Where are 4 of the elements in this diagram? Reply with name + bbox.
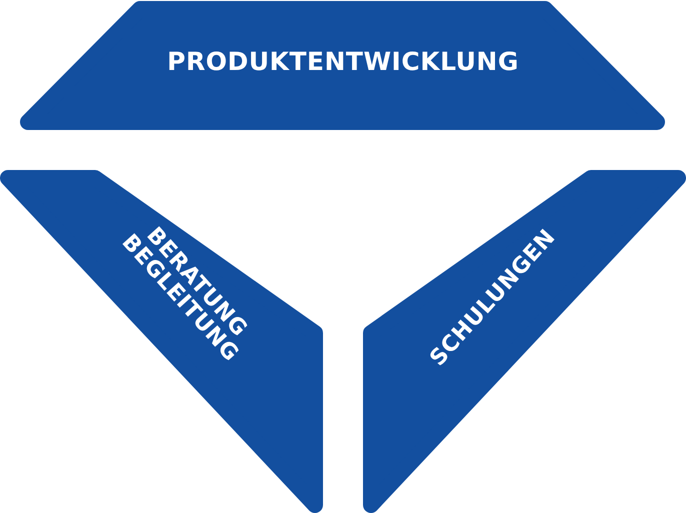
trapezoid-banner <box>20 0 665 130</box>
panel-label: PRODUKTENTWICKLUNG <box>167 48 519 76</box>
parallelogram-panel <box>0 168 325 513</box>
parallelogram-panel <box>361 168 686 513</box>
